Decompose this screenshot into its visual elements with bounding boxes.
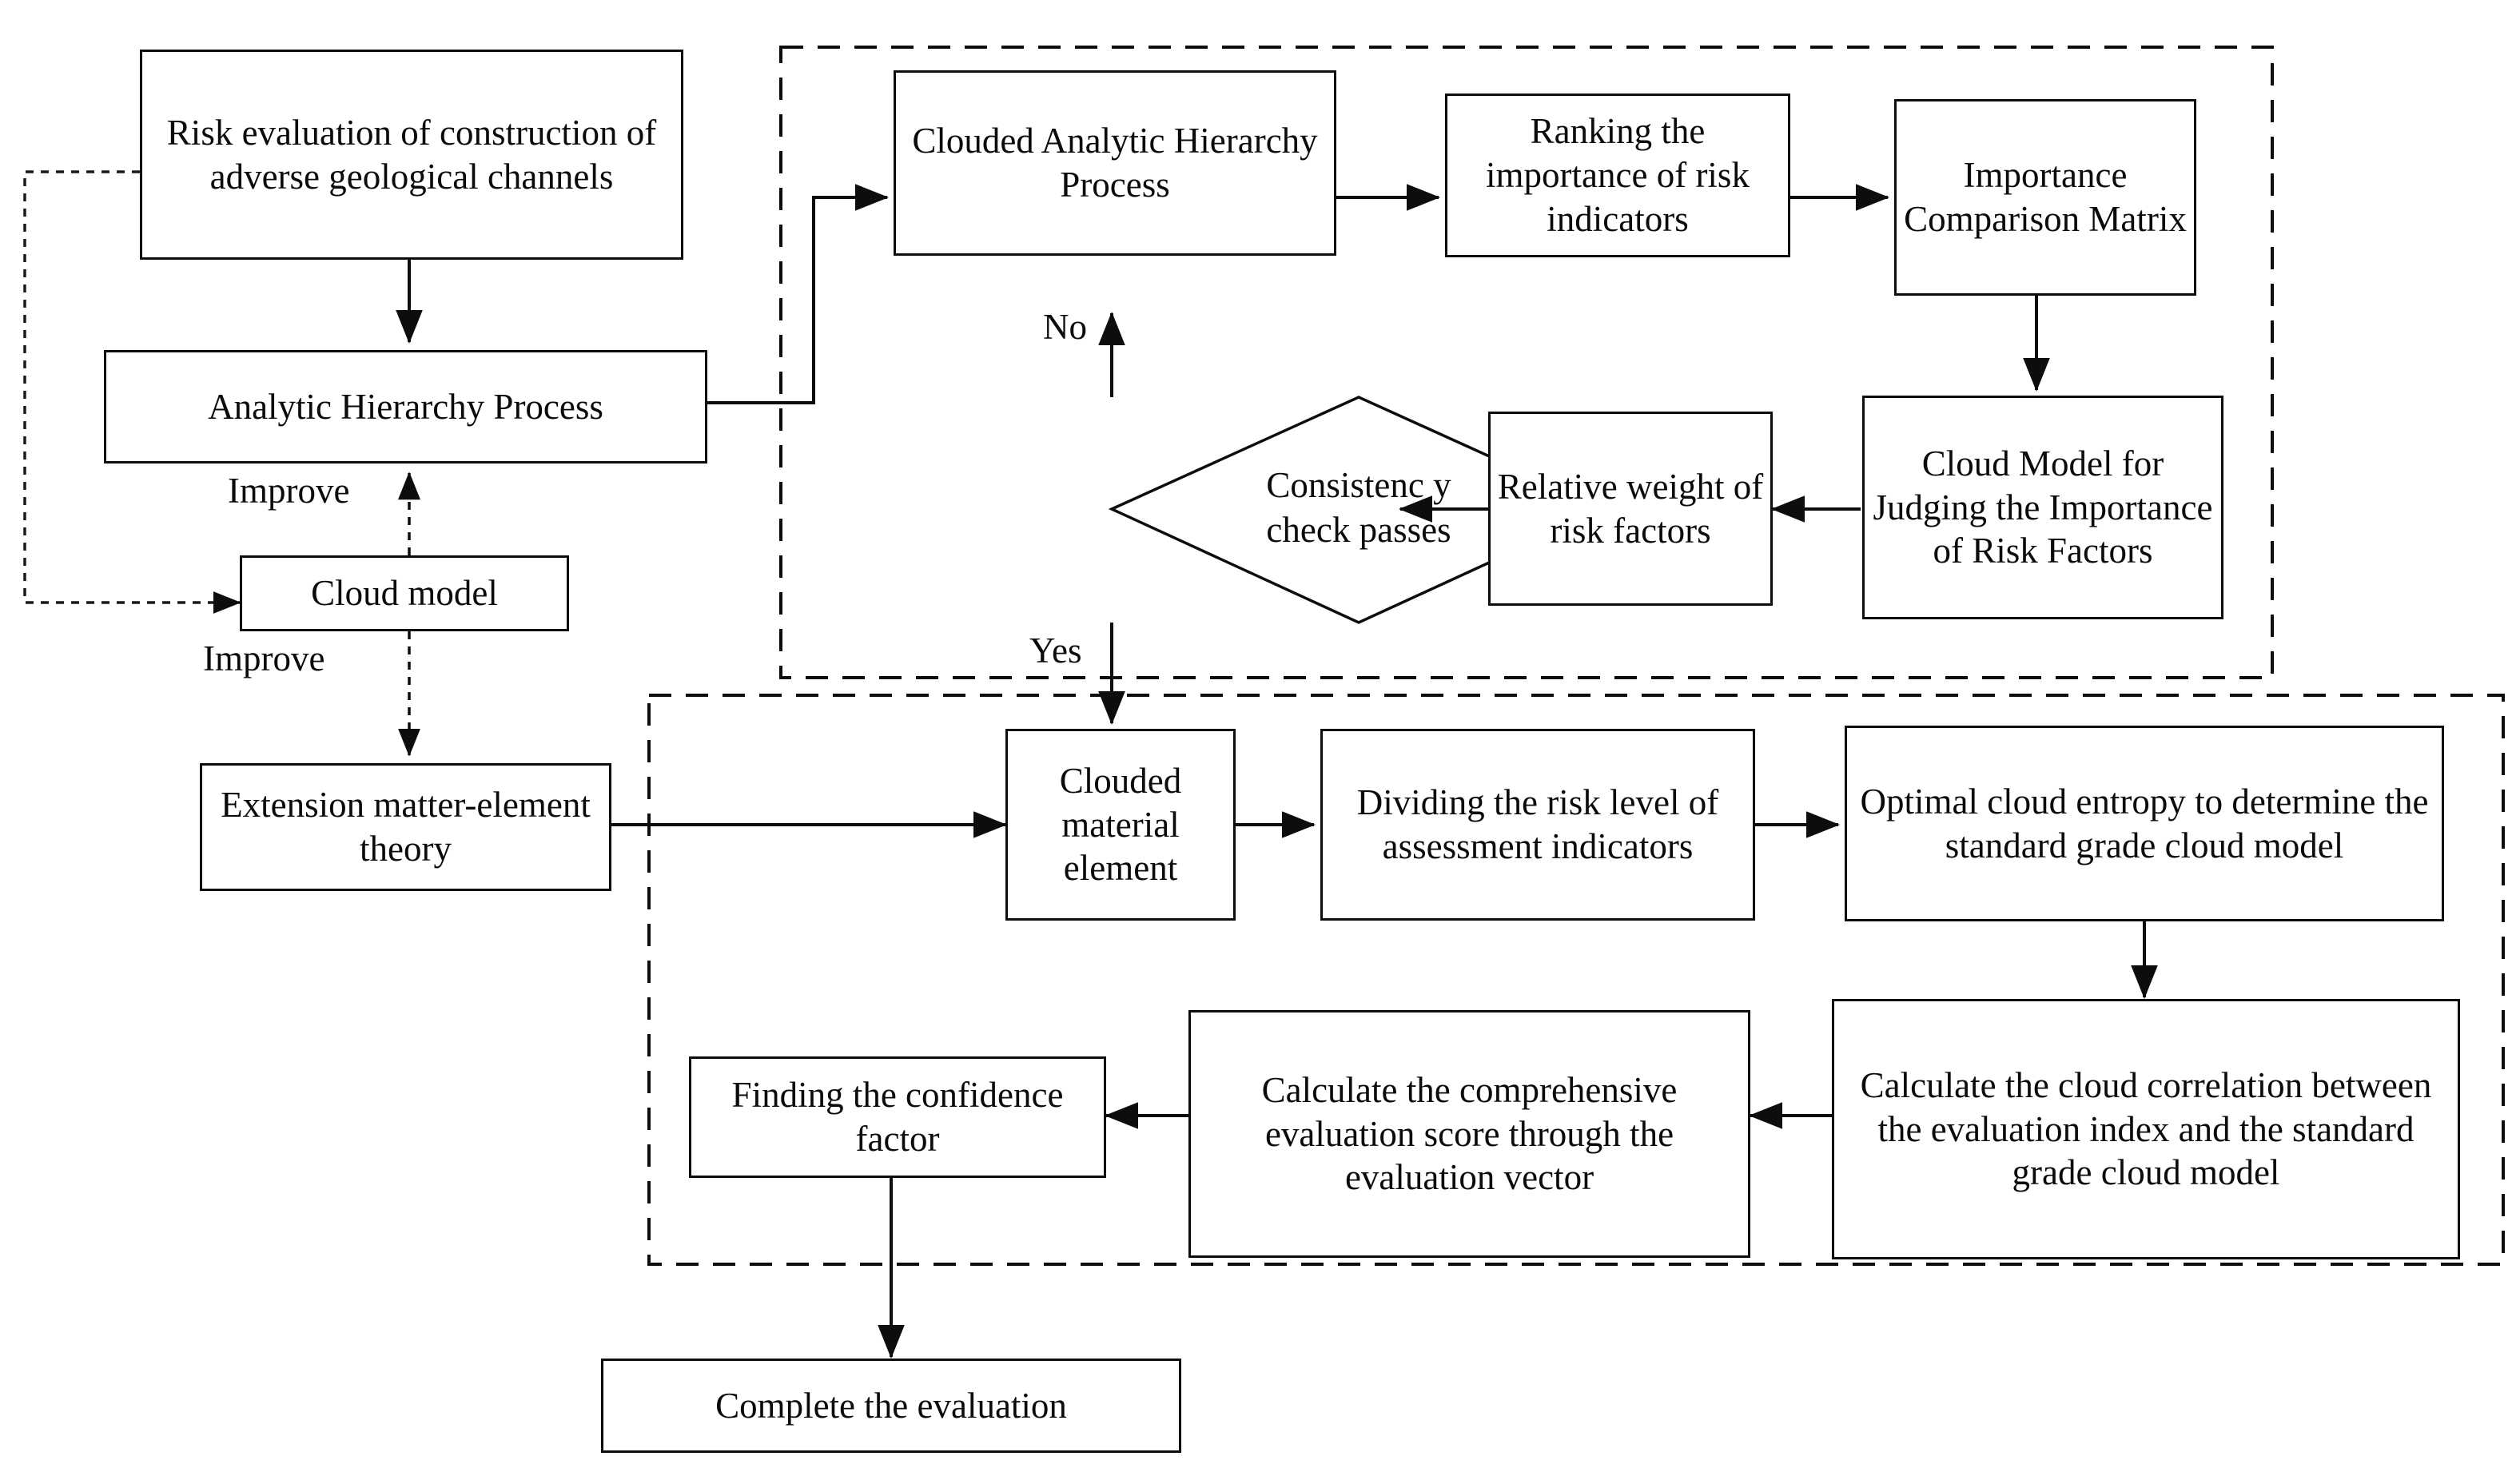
node-complete-label: Complete the evaluation [715, 1385, 1067, 1426]
node-finding-confidence-factor[interactable]: Finding the confidence factor [689, 1056, 1106, 1178]
node-clouded-material-label: Clouded material element [1059, 760, 1182, 889]
node-relative-weight-label: Relative weight of risk factors [1497, 466, 1764, 551]
node-risk-evaluation-label: Risk evaluation of construction of adver… [166, 112, 657, 197]
node-extension-matter-element[interactable]: Extension matter-element theory [200, 763, 611, 891]
node-risk-evaluation[interactable]: Risk evaluation of construction of adver… [140, 50, 683, 260]
node-calculate-comprehensive-score[interactable]: Calculate the comprehensive evaluation s… [1188, 1010, 1750, 1258]
edge-label-improve-down: Improve [203, 639, 325, 678]
node-entropy-label: Optimal cloud entropy to determine the s… [1860, 781, 2429, 865]
node-dividing-risk-level[interactable]: Dividing the risk level of assessment in… [1320, 729, 1755, 921]
node-ranking-label: Ranking the importance of risk indicator… [1486, 111, 1750, 239]
node-optimal-cloud-entropy[interactable]: Optimal cloud entropy to determine the s… [1845, 726, 2444, 921]
node-cloud-model[interactable]: Cloud model [240, 555, 569, 631]
node-ahp-label: Analytic Hierarchy Process [208, 386, 603, 427]
node-confidence-label: Finding the confidence factor [731, 1075, 1064, 1159]
edge-label-no: No [1043, 307, 1087, 347]
node-calculate-cloud-correlation[interactable]: Calculate the cloud correlation between … [1832, 999, 2460, 1259]
node-importance-comparison-matrix[interactable]: Importance Comparison Matrix [1894, 99, 2196, 296]
node-ranking-importance[interactable]: Ranking the importance of risk indicator… [1445, 93, 1790, 257]
lower-dashed-group [647, 694, 2505, 1266]
edge-ahp-to-clouded-ahp [707, 184, 889, 404]
edge-label-improve-up: Improve [228, 471, 350, 511]
node-analytic-hierarchy-process[interactable]: Analytic Hierarchy Process [104, 350, 707, 463]
node-matrix-label: Importance Comparison Matrix [1904, 155, 2187, 239]
node-relative-weight[interactable]: Relative weight of risk factors [1488, 412, 1773, 606]
node-complete-evaluation[interactable]: Complete the evaluation [601, 1359, 1181, 1453]
edge-feedback-to-cloud-model [23, 170, 241, 614]
node-extension-label: Extension matter-element theory [221, 785, 591, 869]
node-correlation-label: Calculate the cloud correlation between … [1860, 1064, 2432, 1193]
node-clouded-analytic-hierarchy-process[interactable]: Clouded Analytic Hierarchy Process [894, 70, 1336, 256]
node-dividing-label: Dividing the risk level of assessment in… [1356, 782, 1719, 866]
decision-label-consistency: Consistenc y check passes [1235, 424, 1483, 591]
node-judging-label: Cloud Model for Judging the Importance o… [1873, 443, 2213, 571]
node-cloud-model-label: Cloud model [311, 573, 498, 614]
node-clouded-ahp-label: Clouded Analytic Hierarchy Process [912, 121, 1318, 205]
node-clouded-material-element[interactable]: Clouded material element [1005, 729, 1236, 921]
node-score-label: Calculate the comprehensive evaluation s… [1261, 1069, 1678, 1198]
edge-label-yes: Yes [1029, 631, 1082, 670]
upper-dashed-group [779, 46, 2274, 679]
decision-label-text: Consistenc y check passes [1266, 464, 1451, 550]
node-cloud-model-judging[interactable]: Cloud Model for Judging the Importance o… [1862, 396, 2223, 619]
